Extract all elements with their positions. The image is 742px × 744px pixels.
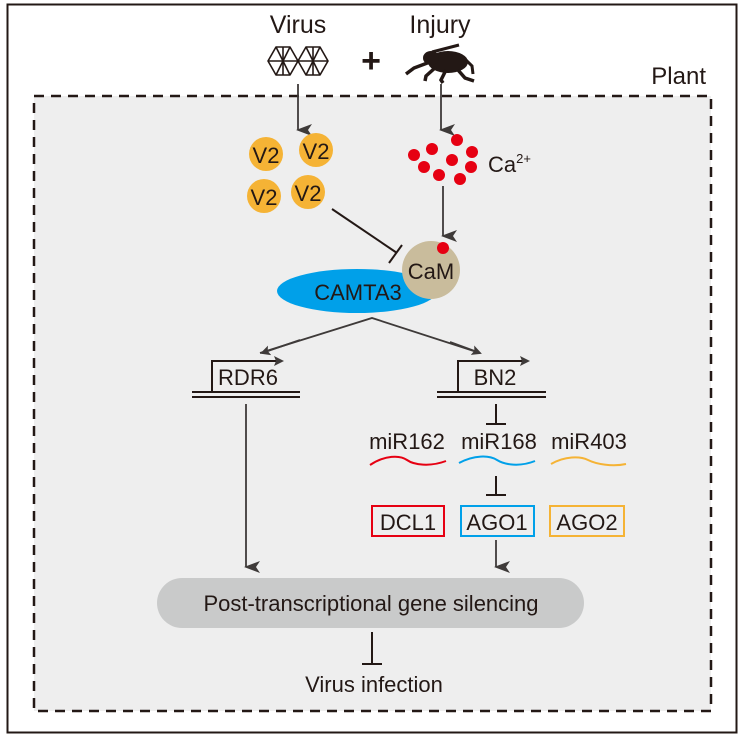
v2-label: V2: [303, 139, 330, 164]
calcium-ion: [446, 154, 458, 166]
mirna-label: miR403: [551, 429, 627, 454]
virus-label: Virus: [270, 11, 327, 39]
cam-label: CaM: [408, 259, 454, 284]
v2-protein: [291, 175, 325, 209]
calcium-ion: [465, 161, 477, 173]
plus-sign: +: [361, 42, 381, 80]
bn2-gene: BN2: [437, 356, 546, 398]
target-label: DCL1: [380, 510, 436, 535]
ptgs-label: Post-transcriptional gene silencing: [203, 591, 538, 616]
calcium-ion: [451, 134, 463, 146]
injury-label: Injury: [409, 11, 471, 39]
mirna-strand: [369, 455, 447, 466]
v2-protein: [299, 133, 333, 167]
plant-label: Plant: [651, 63, 706, 90]
virus-icon: [267, 46, 329, 76]
target-box: [371, 505, 445, 537]
target-genes: DCL1 AGO1 AGO2: [371, 505, 625, 537]
rdr6-label: RDR6: [218, 365, 278, 390]
camta3-protein: [277, 269, 437, 313]
arrow-to-rdr6: [260, 339, 301, 356]
calcium-ion: [433, 169, 445, 181]
mirna-label: miR162: [369, 429, 445, 454]
target-box: [549, 505, 625, 537]
ptgs-pill: [157, 578, 584, 628]
camta3-label: CAMTA3: [314, 280, 402, 305]
mirna-label: miR168: [461, 429, 537, 454]
calcium-ion: [426, 143, 438, 155]
mirna-strand: [458, 455, 536, 466]
calcium-ion: [454, 173, 466, 185]
calcium-label: Ca2+: [488, 151, 531, 177]
bn2-label: BN2: [474, 365, 517, 390]
insect-icon: [404, 43, 475, 84]
cam-protein: [402, 241, 460, 299]
calcium-ion: [418, 161, 430, 173]
mirna-strand: [550, 456, 627, 467]
target-label: AGO2: [556, 510, 617, 535]
cam-bound-calcium: [437, 242, 449, 254]
target-box: [460, 505, 535, 537]
v2-protein: [249, 137, 283, 171]
v2-protein: [247, 179, 281, 213]
v2-label: V2: [253, 143, 280, 168]
arrow-to-bn2: [449, 341, 482, 355]
calcium-ions: [408, 134, 478, 185]
v2-proteins: V2 V2 V2 V2: [247, 133, 333, 213]
v2-inhibition-bar: [388, 244, 403, 264]
v2-label: V2: [295, 181, 322, 206]
rdr6-gene: RDR6: [192, 356, 300, 398]
virus-infection-label: Virus infection: [305, 672, 443, 697]
mirnas: miR162 miR168 miR403: [369, 429, 627, 467]
calcium-ion: [408, 149, 420, 161]
target-label: AGO1: [466, 510, 527, 535]
v2-label: V2: [251, 185, 278, 210]
v2-inhibition-line: [331, 208, 398, 254]
calcium-ion: [466, 146, 478, 158]
